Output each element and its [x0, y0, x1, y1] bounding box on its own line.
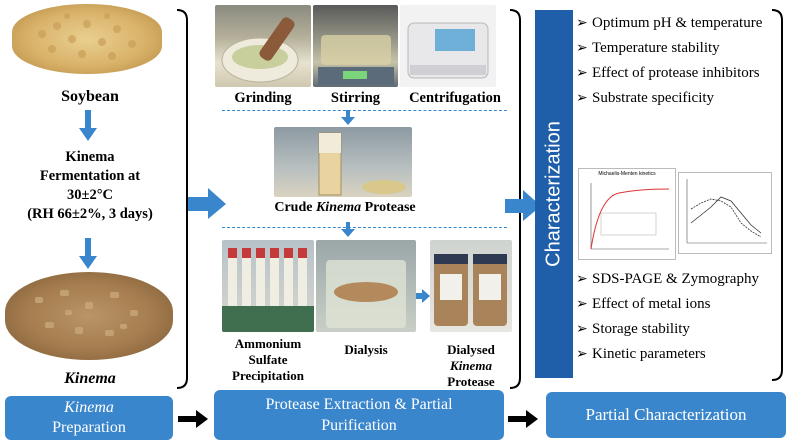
soybean-photo — [12, 4, 162, 74]
left-bracket — [176, 9, 188, 389]
stirrer — [318, 35, 394, 85]
box2-line1: Protease Extraction & Partial — [265, 396, 453, 413]
checkmark-arrow-icon: ➢ — [576, 41, 588, 56]
char-text-metal: Effect of metal ions — [592, 296, 711, 312]
arrow-down-mid-2 — [341, 222, 355, 237]
characterization-panel: Characterization — [535, 10, 573, 378]
kinema-texture — [35, 290, 138, 336]
char-item-sds: ➢ SDS-PAGE & Zymography — [576, 270, 776, 289]
beaker — [318, 132, 406, 196]
mini-chart-kinetics: Michaelis-Menten kinetics — [578, 168, 676, 260]
soybean-label: Soybean — [61, 88, 119, 105]
crude-italic: Kinema — [315, 200, 362, 215]
mini-chart-temperature-plot — [686, 179, 767, 244]
char-item-metal: ➢ Effect of metal ions — [576, 295, 776, 314]
char-item-substrate: ➢ Substrate specificity — [576, 89, 768, 108]
ammonium-sulfate-photo — [222, 240, 314, 332]
dialysed-line-1: Dialysed — [447, 342, 495, 357]
mini-chart-temperature — [678, 172, 772, 254]
stirring-label: Stirring — [330, 90, 381, 106]
dialysis-photo — [316, 240, 416, 332]
outer-right-bracket — [771, 9, 783, 381]
box3-text: Partial Characterization — [585, 405, 747, 424]
grinding-label: Grinding — [234, 90, 292, 106]
arrow-down-2 — [79, 238, 97, 269]
crude-protease-photo — [274, 127, 412, 197]
char-text-ph: Optimum pH & temperature — [592, 15, 763, 31]
dashed-divider-1 — [222, 110, 507, 111]
partial-characterization-box: Partial Characterization — [546, 392, 786, 438]
arrow-right-bottom-2 — [508, 410, 538, 428]
checkmark-arrow-icon: ➢ — [576, 272, 588, 287]
arrow-right-2 — [505, 190, 541, 221]
checkmark-arrow-icon: ➢ — [576, 297, 588, 312]
fermentation-line-4: (RH 66±2%, 3 days) — [27, 206, 153, 222]
box1-rest: Preparation — [52, 419, 126, 436]
centrifugation-photo — [400, 5, 496, 87]
mini-chart-kinetics-plot — [590, 183, 670, 250]
dialysis-label: Dialysis — [344, 342, 388, 357]
characterization-list-bottom: ➢ SDS-PAGE & Zymography ➢ Effect of metal … — [576, 270, 776, 370]
ammonium-line-2: Sulfate — [248, 352, 288, 367]
crude-suffix: Protease — [361, 200, 416, 215]
kinema-photo — [5, 272, 173, 360]
ammonium-line-3: Precipitation — [232, 368, 304, 383]
kinema-label: Kinema — [64, 370, 116, 387]
char-item-kinetic: ➢ Kinetic parameters — [576, 345, 776, 364]
kinema-preparation-box: Kinema Preparation — [5, 396, 173, 440]
dialysed-label: Dialysed Kinema Protease — [425, 342, 517, 390]
characterization-list-top: ➢ Optimum pH & temperature ➢ Temperature s… — [576, 14, 768, 114]
char-text-temp-stability: Temperature stability — [592, 40, 720, 56]
ammonium-label: Ammonium Sulfate Precipitation — [218, 336, 318, 384]
char-text-storage: Storage stability — [592, 321, 690, 337]
centrifugation-label: Centrifugation — [409, 90, 501, 106]
stirring-photo — [313, 5, 398, 87]
char-item-ph: ➢ Optimum pH & temperature — [576, 14, 768, 33]
char-text-sds: SDS-PAGE & Zymography — [592, 271, 759, 287]
fermentation-line-3: 30±2°C — [67, 187, 113, 203]
char-item-inhibitors: ➢ Effect of protease inhibitors — [576, 64, 768, 83]
arrow-down-1 — [79, 110, 97, 141]
ammonium-line-1: Ammonium — [234, 336, 302, 351]
arrow-right-1 — [188, 188, 226, 219]
grinding-photo — [215, 5, 311, 87]
jars — [434, 254, 507, 326]
char-text-kinetic: Kinetic parameters — [592, 346, 706, 362]
dialysed-italic: Kinema — [450, 358, 492, 373]
char-item-storage: ➢ Storage stability — [576, 320, 776, 339]
test-tubes — [222, 248, 314, 332]
crude-prefix: Crude — [274, 200, 316, 215]
arrow-right-bottom-1 — [178, 410, 208, 428]
arrow-down-mid-1 — [341, 110, 355, 125]
crude-protease-label: Crude Kinema Protease — [255, 200, 435, 216]
dialysis-beaker — [326, 260, 406, 328]
mortar-pestle — [221, 17, 299, 83]
char-text-substrate: Substrate specificity — [592, 90, 715, 106]
fermentation-line-1: Kinema — [65, 149, 115, 165]
char-item-temp-stability: ➢ Temperature stability — [576, 39, 768, 58]
fermentation-line-2: Fermentation at — [39, 168, 141, 184]
characterization-vertical-label: Characterization — [542, 121, 565, 267]
char-text-inhibitors: Effect of protease inhibitors — [592, 65, 760, 81]
checkmark-arrow-icon: ➢ — [576, 91, 588, 106]
box2-line2: Purification — [321, 417, 397, 434]
box1-italic: Kinema — [64, 399, 114, 416]
protease-extraction-box: Protease Extraction & Partial Purificati… — [214, 390, 504, 440]
checkmark-arrow-icon: ➢ — [576, 322, 588, 337]
checkmark-arrow-icon: ➢ — [576, 347, 588, 362]
fermentation-text: Kinema Fermentation at 30±2°C (RH 66±2%,… — [5, 148, 175, 224]
dialysed-protease-photo — [430, 240, 512, 332]
checkmark-arrow-icon: ➢ — [576, 66, 588, 81]
centrifuge — [407, 22, 489, 79]
arrow-right-small — [416, 289, 430, 303]
dashed-divider-2 — [222, 227, 507, 228]
soybean-texture — [38, 13, 136, 60]
dialysed-suffix: Protease — [447, 374, 495, 389]
mini-chart-title: Michaelis-Menten kinetics — [598, 171, 656, 177]
checkmark-arrow-icon: ➢ — [576, 16, 588, 31]
